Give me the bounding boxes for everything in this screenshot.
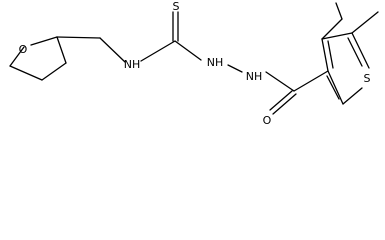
bond-thf-c2-c3 xyxy=(56,36,67,64)
atom-label-hydrazine-nh-1: NH xyxy=(207,56,224,69)
atom-label-thione-sulfur: S xyxy=(173,0,180,13)
atom-label-amine-nh: NH xyxy=(124,58,141,71)
bond-cthio-nh xyxy=(174,40,202,61)
atom-label-thf-oxygen: O xyxy=(19,43,28,56)
bond-ethyl-1 xyxy=(321,18,343,40)
bond-thf-c3-c4 xyxy=(41,62,67,81)
bond-c5-s xyxy=(351,32,370,69)
chemical-structure-diagram: O NH S NH NH O S xyxy=(9,0,379,127)
bond-c4-c5 xyxy=(321,32,353,40)
bond-ch2-nh xyxy=(99,37,126,63)
bond-c3-c4 xyxy=(321,38,329,72)
bond-c3-c4-inner xyxy=(327,40,334,69)
bond-ccarbonyl-o-b xyxy=(272,93,297,115)
bond-nh-nh xyxy=(227,64,243,73)
bond-c2-c3 xyxy=(327,70,344,105)
bond-ccarbonyl-o-a xyxy=(269,90,293,111)
bond-thf-c4-c5 xyxy=(9,65,43,81)
tetrahydrofuran-ring xyxy=(9,36,67,81)
atom-label-hydrazine-nh-2: NH xyxy=(246,70,263,83)
atom-label-carbonyl-oxygen: O xyxy=(263,114,272,127)
bond-ccarbonyl-ring xyxy=(293,70,329,92)
bond-nh-ccarbonyl xyxy=(265,71,295,92)
bond-c5-s-inner xyxy=(347,37,363,67)
bond-nh-cthio xyxy=(140,40,176,62)
bond-ethyl-2 xyxy=(335,2,343,20)
thiophene-ring xyxy=(321,32,370,105)
bond-thf-c5-o xyxy=(9,46,25,67)
atom-label-thiophene-sulfur: S xyxy=(364,72,371,85)
bond-s-c2 xyxy=(342,87,363,105)
bond-c2-ch2 xyxy=(56,36,101,39)
bond-thf-o-c2 xyxy=(30,36,58,46)
bond-c2-c3-inner xyxy=(326,75,340,100)
bond-methyl xyxy=(351,11,379,34)
